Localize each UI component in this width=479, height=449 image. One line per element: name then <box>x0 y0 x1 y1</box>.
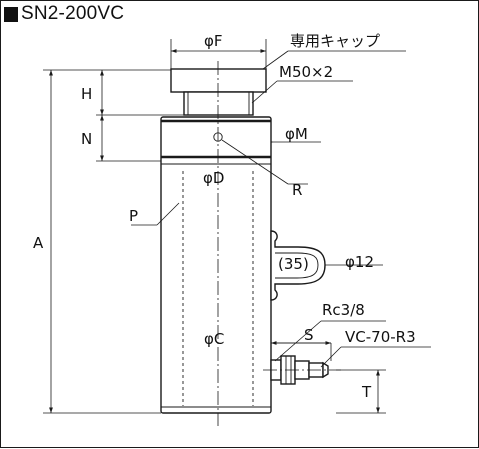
label-valve: VC-70-R3 <box>345 328 416 346</box>
label-phi-12: φ12 <box>345 253 374 271</box>
label-thread: M50×2 <box>279 63 333 81</box>
label-cap-note: 専用キャップ <box>290 32 380 50</box>
label-t: T <box>361 383 372 401</box>
dimension-labels: φF 専用キャップ M50×2 H N φM φD R P A (35) φ12… <box>33 32 416 401</box>
label-port: Rc3/8 <box>322 301 365 319</box>
title-marker <box>4 7 18 22</box>
label-a: A <box>33 234 44 252</box>
label-phi-d: φD <box>203 169 224 187</box>
dedicated-cap <box>170 68 267 116</box>
label-p: P <box>129 207 138 225</box>
label-phi-m: φM <box>285 125 308 143</box>
label-handle-width: (35) <box>278 255 309 273</box>
label-n: N <box>81 130 92 148</box>
leader-lines <box>131 50 431 368</box>
model-title: SN2-200VC <box>21 3 125 24</box>
coupler-valve <box>263 355 341 385</box>
label-h: H <box>81 85 92 103</box>
cylinder-body <box>160 61 272 426</box>
label-phi-c: φC <box>204 330 224 348</box>
label-r: R <box>292 181 302 199</box>
label-s: S <box>304 326 314 344</box>
label-phi-f: φF <box>204 32 223 50</box>
